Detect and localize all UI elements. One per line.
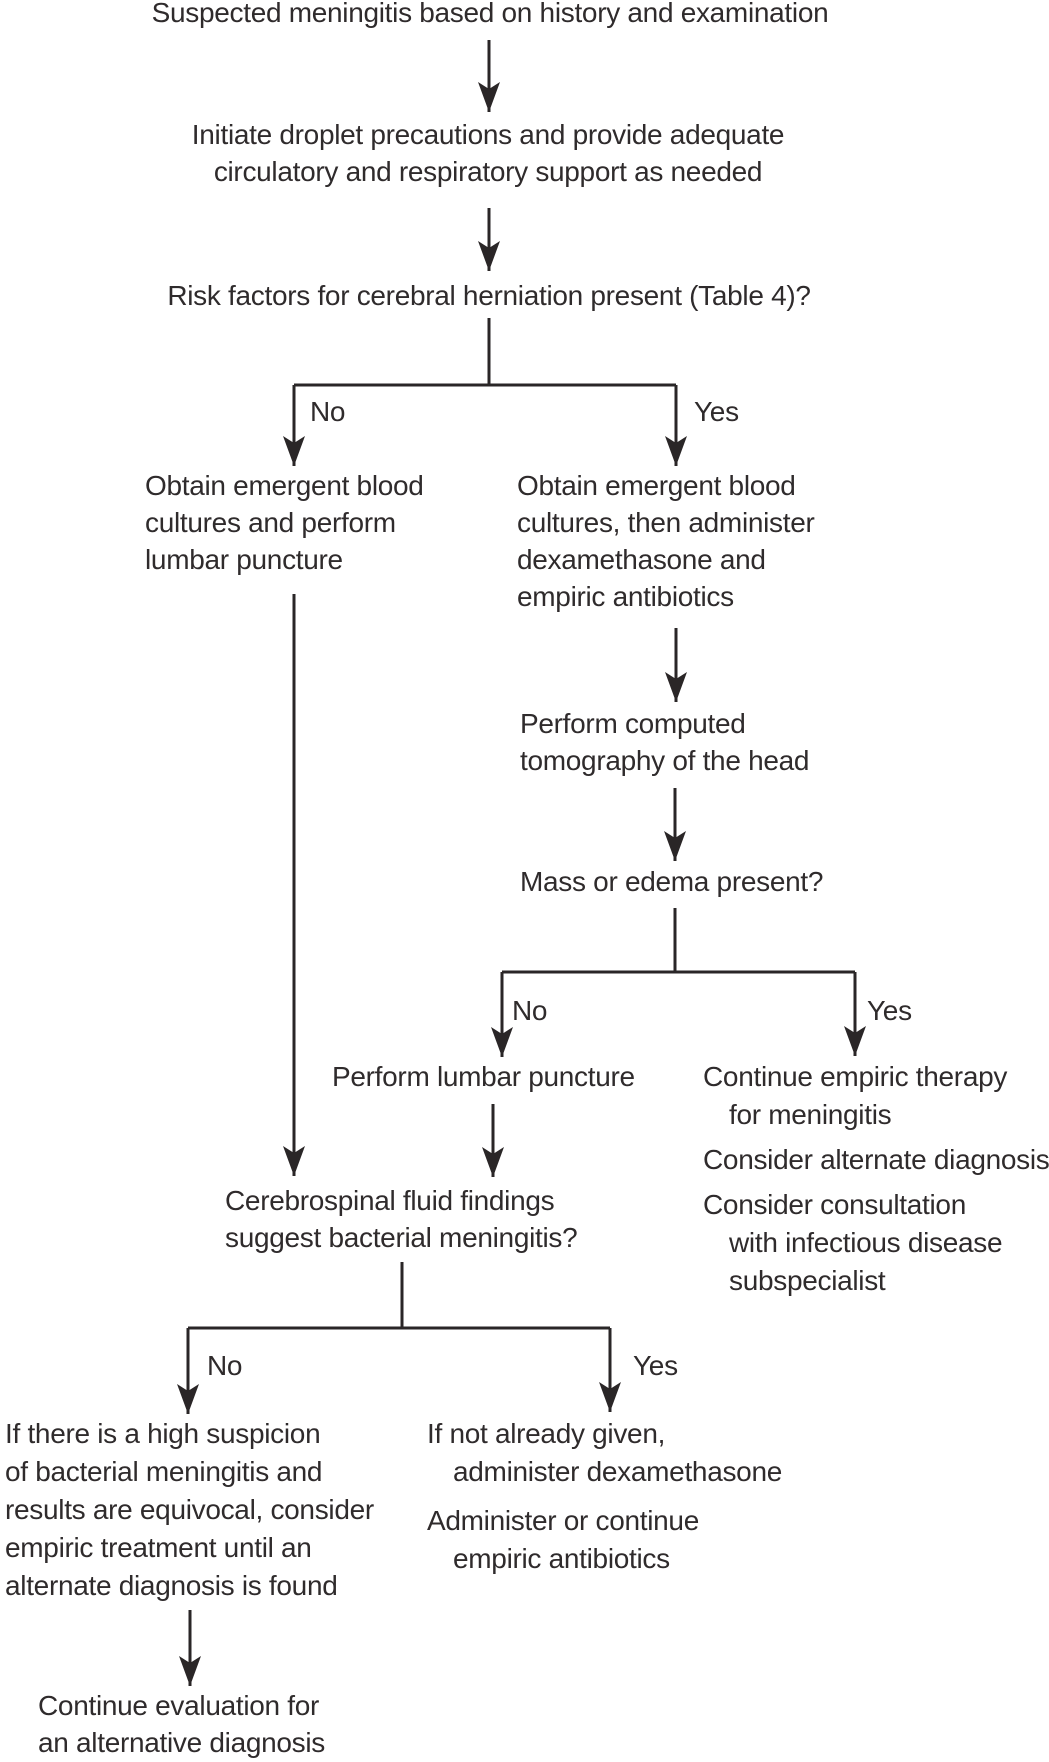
mass-yes-item-line: Consider consultation <box>703 1189 966 1220</box>
node-risk-yes-line: empiric antibiotics <box>517 581 734 612</box>
branch-label-no: No <box>207 1350 243 1381</box>
node-csf-no-line: If there is a high suspicion <box>5 1418 321 1449</box>
node-droplet-line: circulatory and respiratory support as n… <box>213 156 763 187</box>
node-risk-yes-action: Obtain emergent blood cultures, then adm… <box>517 467 815 615</box>
node-csf-no-line: results are equivocal, consider <box>5 1494 374 1525</box>
node-mass-question: Mass or edema present? <box>520 863 823 900</box>
node-lumbar-puncture-text: Perform lumbar puncture <box>332 1061 635 1092</box>
csf-yes-item-line: If not already given, <box>427 1418 666 1449</box>
node-ct-line: Perform computed <box>520 708 746 739</box>
node-risk-yes-line: Obtain emergent blood <box>517 470 796 501</box>
node-csf-no-line: alternate diagnosis is found <box>5 1570 338 1601</box>
mass-yes-item-line: with infectious disease <box>729 1227 1003 1258</box>
node-csf-no-line: empiric treatment until an <box>5 1532 312 1563</box>
node-csf-no-action: If there is a high suspicion of bacteria… <box>5 1415 374 1605</box>
node-risk-no-line: cultures and perform <box>145 507 396 538</box>
branch-label-yes: Yes <box>633 1350 678 1381</box>
branch-label-yes: Yes <box>867 995 912 1026</box>
branch-label-no: No <box>310 396 346 427</box>
node-risk-yes-line: cultures, then administer <box>517 507 815 538</box>
branch-label-yes: Yes <box>694 396 739 427</box>
csf-yes-item-line: empiric antibiotics <box>453 1543 670 1574</box>
node-mass-yes-actions: Continue empiric therapy for meningitis … <box>703 1058 1049 1300</box>
node-ct-line: tomography of the head <box>520 745 810 776</box>
node-csf-question-line: Cerebrospinal fluid findings <box>225 1185 555 1216</box>
node-risk-no-line: lumbar puncture <box>145 544 343 575</box>
node-risk-no-line: Obtain emergent blood <box>145 470 424 501</box>
mass-yes-item-line: Continue empiric therapy <box>703 1061 1008 1092</box>
node-csf-question: Cerebrospinal fluid findings suggest bac… <box>225 1182 578 1256</box>
node-droplet-precautions: Initiate droplet precautions and provide… <box>0 116 976 190</box>
node-lumbar-puncture: Perform lumbar puncture <box>332 1058 635 1095</box>
branch-label-no: No <box>512 995 548 1026</box>
node-csf-yes-actions: If not already given, administer dexamet… <box>427 1415 782 1578</box>
node-start: Suspected meningitis based on history an… <box>0 0 980 31</box>
node-mass-question-text: Mass or edema present? <box>520 866 824 897</box>
node-csf-question-line: suggest bacterial meningitis? <box>225 1222 578 1253</box>
node-start-text: Suspected meningitis based on history an… <box>151 0 829 28</box>
node-continue-eval-line: Continue evaluation for <box>38 1690 320 1721</box>
csf-yes-item-line: administer dexamethasone <box>453 1456 782 1487</box>
node-risk-yes-line: dexamethasone and <box>517 544 766 575</box>
node-risk-question: Risk factors for cerebral herniation pre… <box>0 277 978 314</box>
node-ct-head: Perform computed tomography of the head <box>520 705 809 779</box>
node-risk-question-text: Risk factors for cerebral herniation pre… <box>167 280 811 311</box>
csf-yes-item-line: Administer or continue <box>427 1505 699 1536</box>
mass-yes-item-line: subspecialist <box>729 1265 886 1296</box>
node-droplet-line: Initiate droplet precautions and provide… <box>191 119 785 150</box>
node-continue-eval-line: an alternative diagnosis <box>38 1727 325 1758</box>
mass-yes-item-line: for meningitis <box>729 1099 892 1130</box>
mass-yes-item-line: Consider alternate diagnosis <box>703 1144 1049 1175</box>
node-risk-no-action: Obtain emergent blood cultures and perfo… <box>145 467 424 578</box>
node-continue-evaluation: Continue evaluation for an alternative d… <box>38 1687 325 1761</box>
node-csf-no-line: of bacterial meningitis and <box>5 1456 323 1487</box>
